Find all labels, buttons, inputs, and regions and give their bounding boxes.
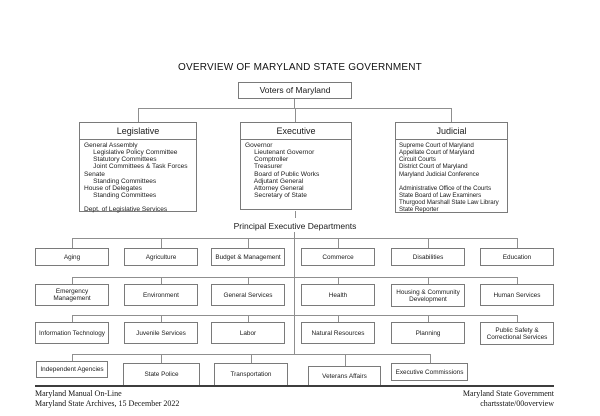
dept-labor: Labor xyxy=(211,322,285,344)
page-title: OVERVIEW OF MARYLAND STATE GOVERNMENT xyxy=(178,62,422,73)
footer-right: Maryland State Government chartsstate/00… xyxy=(463,389,554,408)
dept-label: Natural Resources xyxy=(311,329,365,337)
footer-rule xyxy=(35,385,554,387)
connector-line xyxy=(338,315,339,322)
dept-disabilities: Disabilities xyxy=(391,248,465,266)
dept-label: Education xyxy=(502,253,532,261)
dept-housing-community-development: Housing & Community Development xyxy=(391,284,465,307)
dept-label: Information Technology xyxy=(39,329,105,337)
connector-line xyxy=(338,238,339,248)
connector-line xyxy=(248,238,249,248)
dept-label: Executive Commissions xyxy=(395,368,464,376)
dept-natural-resources: Natural Resources xyxy=(301,322,375,344)
dept-label: General Services xyxy=(223,291,273,299)
connector-line xyxy=(138,108,139,122)
connector-line xyxy=(338,277,339,284)
connector-line xyxy=(72,277,517,278)
principal-departments-heading: Principal Executive Departments xyxy=(233,221,357,231)
dept-public-safety-correctional-services: Public Safety & Correctional Services xyxy=(480,322,554,345)
dept-label: State Police xyxy=(144,371,179,378)
branch-executive-header: Executive xyxy=(240,122,352,140)
connector-line xyxy=(161,354,162,363)
branch-legislative-body: General Assembly Legislative Policy Comm… xyxy=(79,140,197,213)
dept-health: Health xyxy=(301,284,375,306)
branch-executive-body: Governor Lieutenant Governor Comptroller… xyxy=(240,140,352,210)
branch-executive: Executive Governor Lieutenant Governor C… xyxy=(240,122,352,210)
connector-line xyxy=(72,315,73,322)
connector-line xyxy=(138,108,451,109)
dept-label: Emergency Management xyxy=(53,288,91,302)
dept-label: Housing & Community Development xyxy=(396,288,460,303)
dept-executive-commissions: Executive Commissions xyxy=(391,363,468,381)
branch-judicial: Judicial Supreme Court of Maryland Appel… xyxy=(395,122,508,213)
dept-label: Public Safety & Correctional Services xyxy=(486,326,548,341)
connector-line xyxy=(294,232,295,354)
connector-line xyxy=(430,354,431,363)
connector-line xyxy=(345,354,346,366)
dept-label: Commerce xyxy=(322,253,354,261)
connector-line xyxy=(517,238,518,248)
branch-legislative-header: Legislative xyxy=(79,122,197,140)
connector-line xyxy=(248,277,249,284)
dept-information-technology: Information Technology xyxy=(35,322,109,344)
connector-line xyxy=(295,108,296,122)
connector-line xyxy=(428,277,429,284)
connector-line xyxy=(161,315,162,322)
connector-line xyxy=(72,315,517,316)
connector-line xyxy=(517,277,518,284)
connector-line xyxy=(451,108,452,122)
dept-label: Health xyxy=(328,291,348,299)
footer-right-line2: chartsstate/00overview xyxy=(480,398,554,408)
connector-line xyxy=(428,315,429,322)
connector-line xyxy=(72,238,517,239)
footer-right-line1: Maryland State Government xyxy=(462,389,554,398)
dept-human-services: Human Services xyxy=(480,284,554,306)
dept-planning: Planning xyxy=(391,322,465,344)
branch-judicial-header: Judicial xyxy=(395,122,508,140)
footer-left-line2: Maryland State Archives, 15 December 202… xyxy=(35,398,180,408)
connector-line xyxy=(72,354,73,361)
connector-line xyxy=(248,315,249,322)
dept-emergency-management: Emergency Management xyxy=(35,284,109,306)
connector-line xyxy=(161,277,162,284)
dept-label: Disabilities xyxy=(412,253,444,261)
dept-veterans-affairs: Veterans Affairs xyxy=(308,366,381,386)
dept-label: Juvenile Services xyxy=(136,329,186,337)
dept-label: Veterans Affairs xyxy=(322,372,367,380)
connector-line xyxy=(72,238,73,248)
connector-line xyxy=(428,238,429,248)
footer-left-line1: Maryland Manual On-Line xyxy=(35,389,122,398)
connector-line xyxy=(72,277,73,284)
voters-of-maryland-box: Voters of Maryland xyxy=(238,82,352,99)
dept-label: Independent Agencies xyxy=(40,366,104,373)
dept-budget-management: Budget & Management xyxy=(211,248,285,266)
dept-label: Transportation xyxy=(230,371,272,378)
dept-label: Environment xyxy=(143,291,179,299)
branch-judicial-body: Supreme Court of Maryland Appellate Cour… xyxy=(395,140,508,213)
dept-label: Planning xyxy=(415,329,441,337)
dept-transportation: Transportation xyxy=(214,363,288,386)
dept-label: Aging xyxy=(63,253,81,261)
dept-commerce: Commerce xyxy=(301,248,375,266)
connector-line xyxy=(517,315,518,322)
dept-education: Education xyxy=(480,248,554,266)
dept-juvenile-services: Juvenile Services xyxy=(124,322,198,344)
connector-line xyxy=(294,99,295,108)
dept-state-police: State Police xyxy=(123,363,200,386)
dept-label: Human Services xyxy=(493,291,541,299)
connector-line xyxy=(295,211,296,218)
connector-line xyxy=(161,238,162,248)
dept-general-services: General Services xyxy=(211,284,285,306)
dept-label: Agriculture xyxy=(145,253,177,261)
dept-environment: Environment xyxy=(124,284,198,306)
dept-label: Labor xyxy=(239,329,257,337)
dept-independent-agencies: Independent Agencies xyxy=(36,361,108,378)
connector-line xyxy=(251,354,252,363)
dept-label: Budget & Management xyxy=(215,253,281,261)
dept-agriculture: Agriculture xyxy=(124,248,198,266)
dept-aging: Aging xyxy=(35,248,109,266)
branch-legislative: Legislative General Assembly Legislative… xyxy=(79,122,197,213)
footer-left: Maryland Manual On-Line Maryland State A… xyxy=(35,389,179,408)
